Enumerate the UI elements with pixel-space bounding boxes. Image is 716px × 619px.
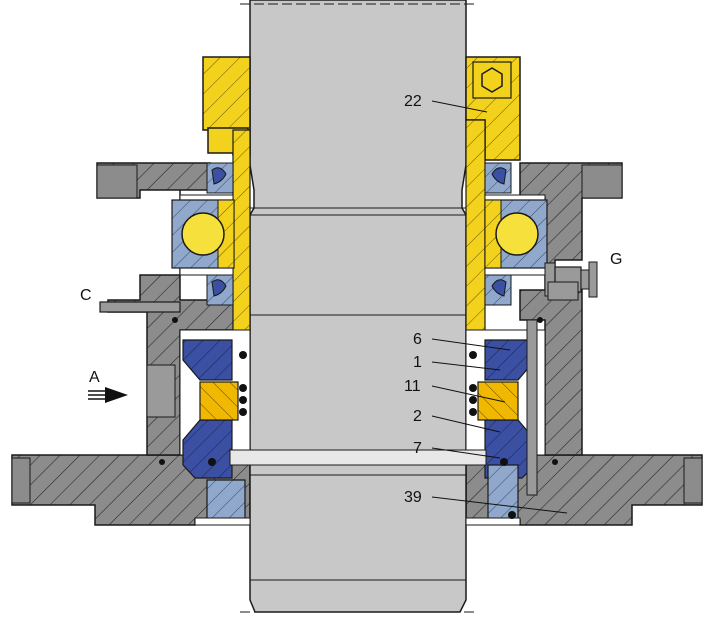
o-rings xyxy=(159,317,558,519)
leader-lines xyxy=(431,100,568,514)
port-c-tube xyxy=(99,301,181,313)
shaft xyxy=(240,0,476,613)
label-c: C xyxy=(80,287,92,304)
retainer-bar xyxy=(526,319,538,496)
seal-ring-left xyxy=(182,339,246,521)
bottom-washer-left xyxy=(194,517,251,526)
label-22: 22 xyxy=(404,93,422,110)
label-39: 39 xyxy=(404,489,422,506)
ball-bearing-left xyxy=(171,199,235,269)
port-g-fitting xyxy=(544,261,598,301)
label-1: 1 xyxy=(413,354,422,371)
ball-bearing-right xyxy=(484,199,548,269)
bottom-washer-right xyxy=(465,517,521,526)
label-g: G xyxy=(610,251,622,268)
label-7: 7 xyxy=(413,440,422,457)
label-11: 11 xyxy=(404,378,421,395)
label-2: 2 xyxy=(413,408,422,425)
bottom-sleeve-gap xyxy=(229,449,487,466)
lip-seals xyxy=(206,162,512,306)
hex-socket-screw-icon xyxy=(481,67,503,93)
label-6: 6 xyxy=(413,331,422,348)
flow-arrow-icon xyxy=(88,387,128,403)
label-a: A xyxy=(89,369,100,386)
